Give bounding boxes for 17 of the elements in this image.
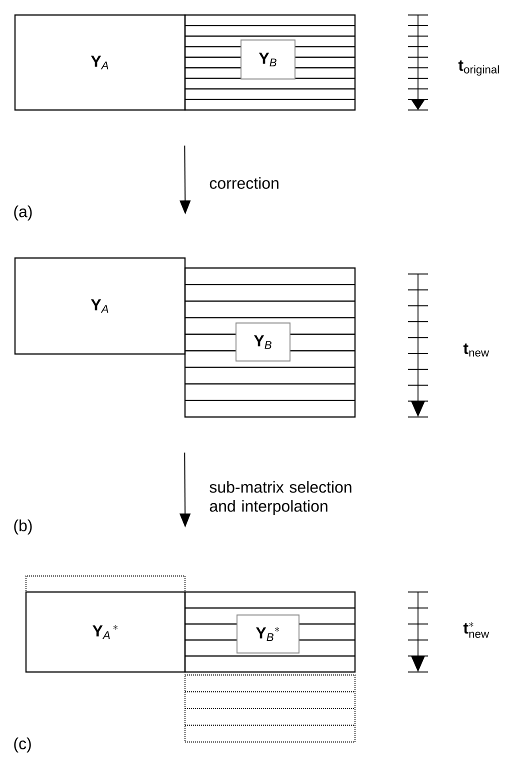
panel-label: (c): [14, 738, 31, 752]
axis-label: $\mathbf{t}_{\mathrm{new}}$: [463, 343, 490, 357]
matrix-box: $\mathbf{Y}_{\mathit{A}}$: [14, 14, 186, 111]
dotted-box: [26, 576, 186, 592]
striped-matrix: [184, 267, 356, 418]
dotted-stripes: [184, 674, 356, 742]
panel-label: (b): [14, 520, 32, 534]
axis-label: $\mathbf{t}_{\mathrm{original}}$: [458, 60, 499, 76]
edge-label: correction: [210, 177, 278, 189]
axis-label: $\mathbf{t}^{*}_{\mathrm{new}}$: [463, 622, 490, 638]
panel-label: (a): [14, 206, 32, 220]
matrix-box: $\mathbf{Y}_{\mathit{A}}{}^{\,*}$: [25, 591, 186, 673]
matrix-box: $\mathbf{Y}_{\mathit{A}}$: [14, 257, 186, 355]
sub-box: $\mathbf{Y}_{\mathit{B}}$: [236, 322, 290, 362]
sub-box: $\mathbf{Y}_{\mathit{B}}{}^{*}$: [236, 614, 300, 654]
sub-box: $\mathbf{Y}_{\mathit{B}}$: [240, 40, 296, 80]
edge-label: sub-matrix selection and interpolation: [210, 481, 352, 515]
